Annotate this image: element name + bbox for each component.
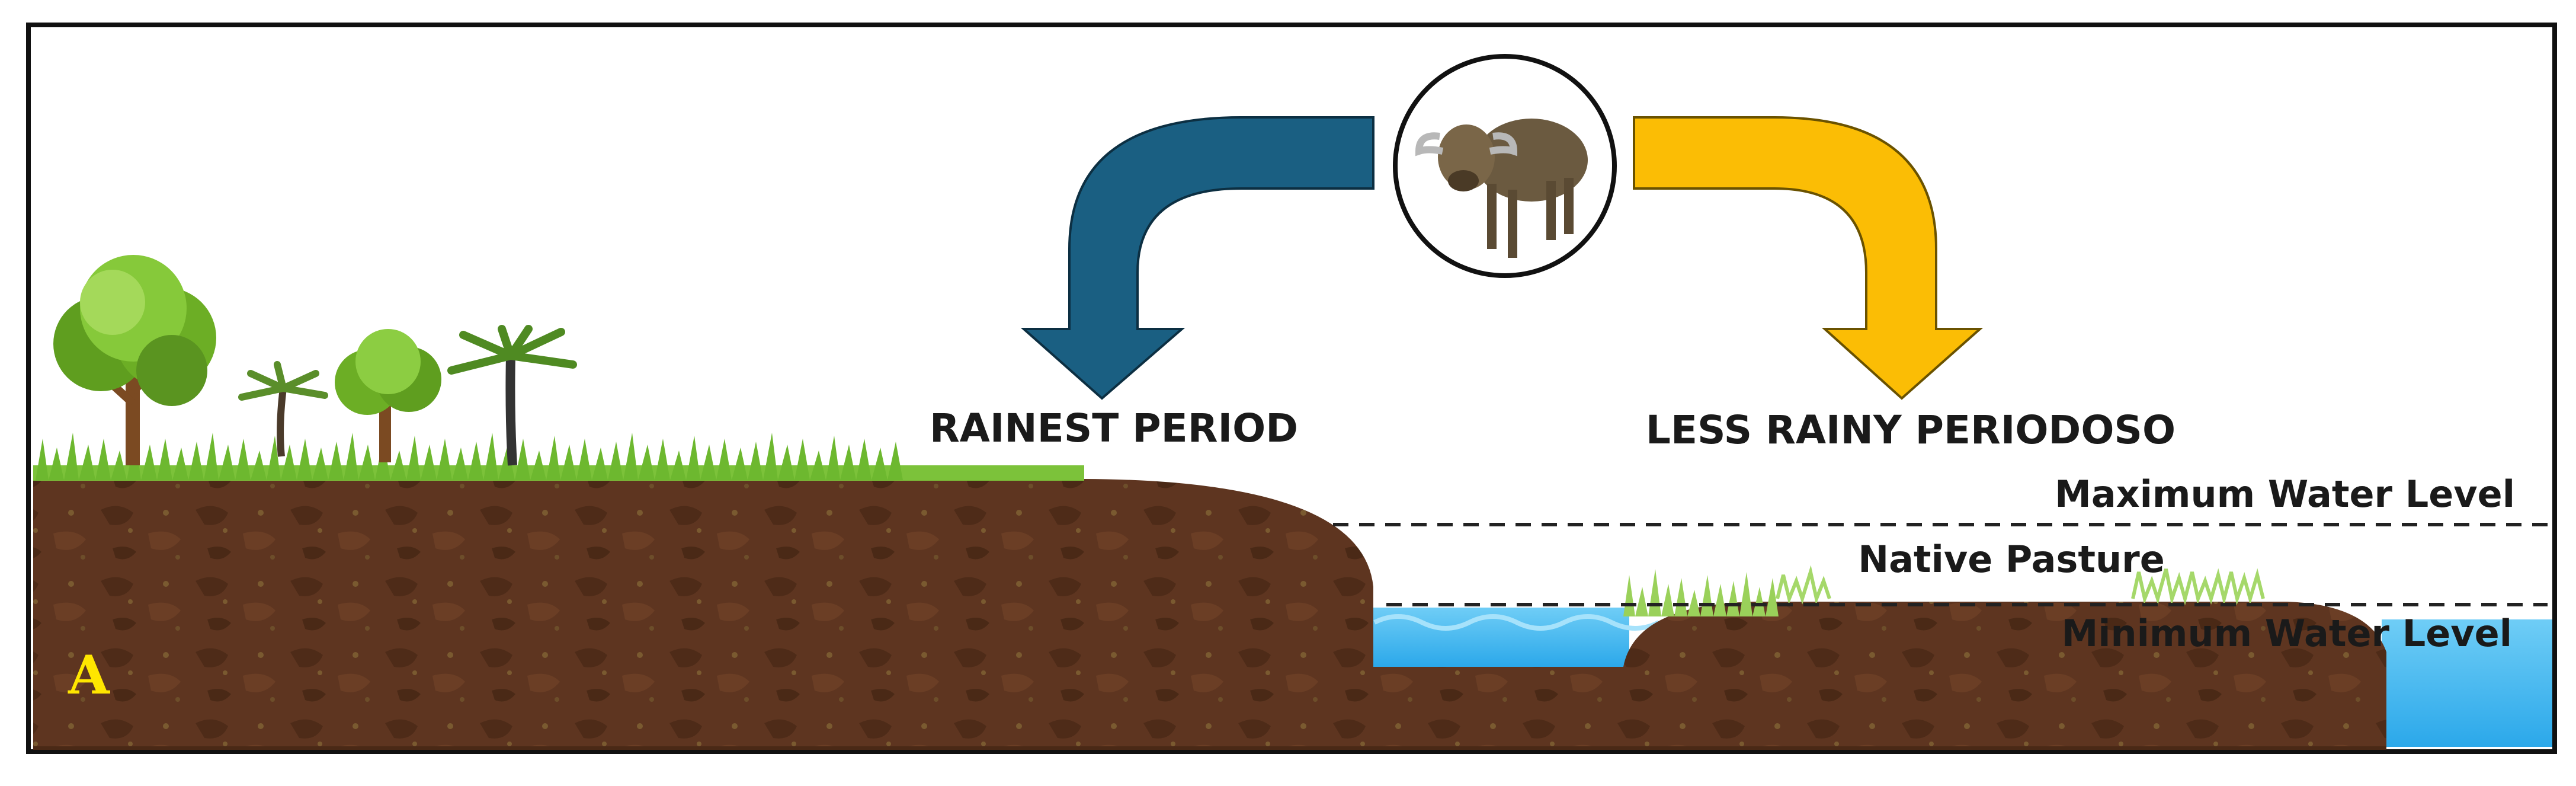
panel-letter: A: [68, 644, 110, 707]
label-native-pasture: Native Pasture: [1858, 538, 2165, 581]
tree-icon: [53, 255, 216, 465]
grass-native-pasture: [1623, 565, 2265, 616]
palm-tree-icon: [447, 325, 577, 466]
tree-icon: [335, 329, 441, 462]
arrow-rainiest-period: [1020, 116, 1374, 400]
palm-tree-icon: [238, 361, 328, 457]
label-min-water-level: Minimum Water Level: [2062, 612, 2512, 655]
label-less-rainy-period: LESS RAINY PERIODOSO: [1646, 407, 2175, 453]
water-right: [2382, 619, 2552, 747]
grass-upland: [33, 433, 1084, 481]
label-max-water-level: Maximum Water Level: [2055, 472, 2515, 516]
label-rainiest-period: RAINEST PERIOD: [930, 405, 1298, 451]
soil-ground: [33, 479, 2386, 748]
buffalo-icon: [1393, 54, 1617, 278]
arrow-less-rainy-period: [1633, 116, 1984, 400]
